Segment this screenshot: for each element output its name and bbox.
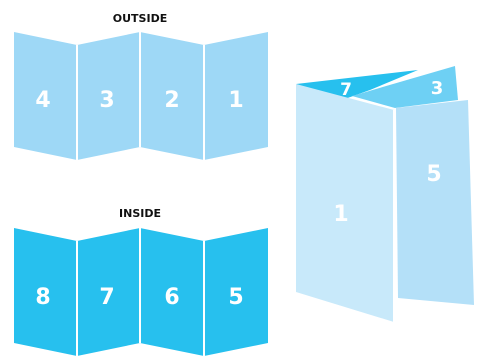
outside-panel-1-number: 4 xyxy=(35,88,50,113)
inside-title: INSIDE xyxy=(119,207,161,220)
outside-panel-2-number: 3 xyxy=(99,88,114,113)
outside-sheet xyxy=(14,32,268,160)
folded-front-number: 1 xyxy=(333,202,348,227)
outside-panel-1 xyxy=(14,32,77,160)
inside-panel-2 xyxy=(77,228,140,356)
inside-panel-1-number: 8 xyxy=(35,285,50,310)
outside-panel-4-number: 1 xyxy=(228,88,243,113)
inside-panel-1 xyxy=(14,228,77,356)
outside-title: OUTSIDE xyxy=(113,12,167,25)
folded-top-left-number: 7 xyxy=(340,80,352,100)
folded-top-right-panel xyxy=(352,66,458,108)
inside-panel-3-number: 6 xyxy=(164,285,179,310)
outside-panel-3 xyxy=(140,32,204,160)
inside-panel-2-number: 7 xyxy=(99,285,114,310)
folded-right-panel xyxy=(396,100,474,305)
inside-panel-3 xyxy=(140,228,204,356)
inside-sheet xyxy=(14,228,268,356)
outside-panel-2 xyxy=(77,32,140,160)
folded-brochure xyxy=(296,66,474,322)
folded-right-number: 5 xyxy=(426,162,441,187)
inside-panel-4-number: 5 xyxy=(228,285,243,310)
folded-front-panel xyxy=(296,84,394,322)
outside-panel-3-number: 2 xyxy=(164,88,179,113)
folded-top-right-number: 3 xyxy=(431,78,444,99)
inside-panel-4 xyxy=(204,228,268,356)
outside-panel-4 xyxy=(204,32,268,160)
